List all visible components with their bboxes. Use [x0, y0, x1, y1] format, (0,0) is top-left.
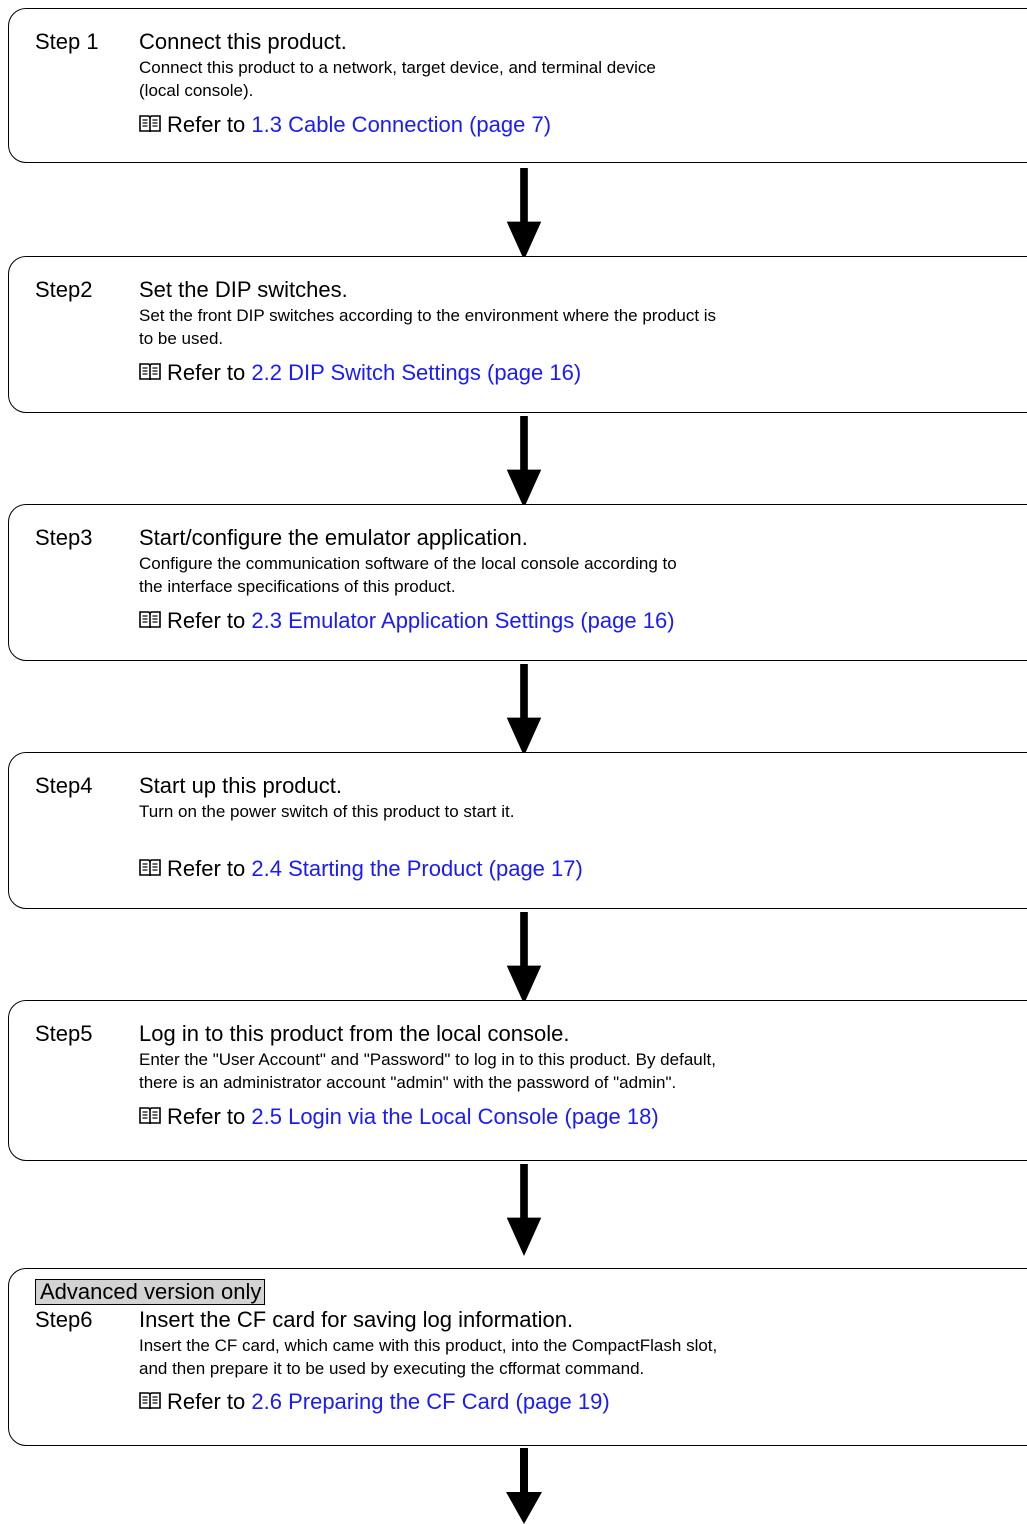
step-description: Insert the CF card, which came with this… [139, 1334, 999, 1380]
step-1-box: Step 1 Connect this product. Connect thi… [8, 8, 1027, 163]
step-label: Step3 [35, 525, 93, 550]
step-4-box: Step4 Start up this product. Turn on the… [8, 752, 1027, 909]
step-description: Configure the communication software of … [139, 552, 999, 598]
down-arrow-icon [506, 1164, 542, 1256]
reference-prefix: Refer to [167, 1104, 246, 1129]
description-line: there is an administrator account "admin… [139, 1073, 677, 1092]
step-title: Start/configure the emulator application… [139, 525, 528, 550]
advanced-version-badge: Advanced version only [35, 1279, 266, 1305]
description-line: to be used. [139, 329, 224, 348]
book-icon [139, 858, 161, 878]
description-line: Insert the CF card, which came with this… [139, 1336, 718, 1355]
reference-link[interactable]: 2.6 Preparing the CF Card (page 19) [251, 1389, 610, 1414]
step-6-box: Advanced version only Step6 Insert the C… [8, 1268, 1027, 1446]
book-icon [139, 610, 161, 630]
step-label: Step2 [35, 277, 93, 302]
reference: Refer to 1.3 Cable Connection (page 7) [139, 112, 551, 138]
reference-prefix: Refer to [167, 856, 246, 881]
reference-link[interactable]: 2.3 Emulator Application Settings (page … [251, 608, 675, 633]
step-description: Turn on the power switch of this product… [139, 800, 999, 823]
step-title: Connect this product. [139, 29, 347, 54]
down-arrow-icon [506, 1448, 542, 1524]
description-line: Configure the communication software of … [139, 554, 677, 573]
book-icon [139, 1391, 161, 1411]
down-arrow-icon [506, 416, 542, 508]
step-title: Log in to this product from the local co… [139, 1021, 570, 1046]
description-line: Set the front DIP switches according to … [139, 306, 717, 325]
step-description: Enter the "User Account" and "Password" … [139, 1048, 999, 1094]
book-icon [139, 1106, 161, 1126]
book-icon [139, 114, 161, 134]
reference-link[interactable]: 2.2 DIP Switch Settings (page 16) [251, 360, 582, 385]
reference: Refer to 2.6 Preparing the CF Card (page… [139, 1389, 610, 1415]
description-line: (local console). [139, 81, 254, 100]
step-2-box: Step2 Set the DIP switches. Set the fron… [8, 256, 1027, 413]
down-arrow-icon [506, 168, 542, 260]
description-line: Turn on the power switch of this product… [139, 802, 515, 821]
description-line: Enter the "User Account" and "Password" … [139, 1050, 716, 1069]
step-title: Start up this product. [139, 773, 342, 798]
reference: Refer to 2.3 Emulator Application Settin… [139, 608, 675, 634]
reference: Refer to 2.2 DIP Switch Settings (page 1… [139, 360, 581, 386]
reference-link[interactable]: 1.3 Cable Connection (page 7) [251, 112, 552, 137]
description-line: and then prepare it to be used by execut… [139, 1359, 645, 1378]
step-3-box: Step3 Start/configure the emulator appli… [8, 504, 1027, 661]
step-label: Step4 [35, 773, 93, 798]
reference: Refer to 2.5 Login via the Local Console… [139, 1104, 659, 1130]
step-label: Step 1 [35, 29, 99, 54]
reference-prefix: Refer to [167, 112, 246, 137]
reference-prefix: Refer to [167, 360, 246, 385]
step-description: Set the front DIP switches according to … [139, 304, 999, 350]
reference-link[interactable]: 2.4 Starting the Product (page 17) [251, 856, 583, 881]
description-line: the interface specifications of this pro… [139, 577, 456, 596]
reference-prefix: Refer to [167, 608, 246, 633]
reference: Refer to 2.4 Starting the Product (page … [139, 856, 583, 882]
step-label: Step5 [35, 1021, 93, 1046]
description-line: Connect this product to a network, targe… [139, 58, 656, 77]
reference-prefix: Refer to [167, 1389, 246, 1414]
down-arrow-icon [506, 664, 542, 756]
step-description: Connect this product to a network, targe… [139, 56, 999, 102]
reference-link[interactable]: 2.5 Login via the Local Console (page 18… [251, 1104, 659, 1129]
step-title: Set the DIP switches. [139, 277, 348, 302]
step-5-box: Step5 Log in to this product from the lo… [8, 1000, 1027, 1161]
book-icon [139, 362, 161, 382]
step-title: Insert the CF card for saving log inform… [139, 1307, 574, 1332]
down-arrow-icon [506, 912, 542, 1004]
step-label: Step6 [35, 1307, 93, 1332]
